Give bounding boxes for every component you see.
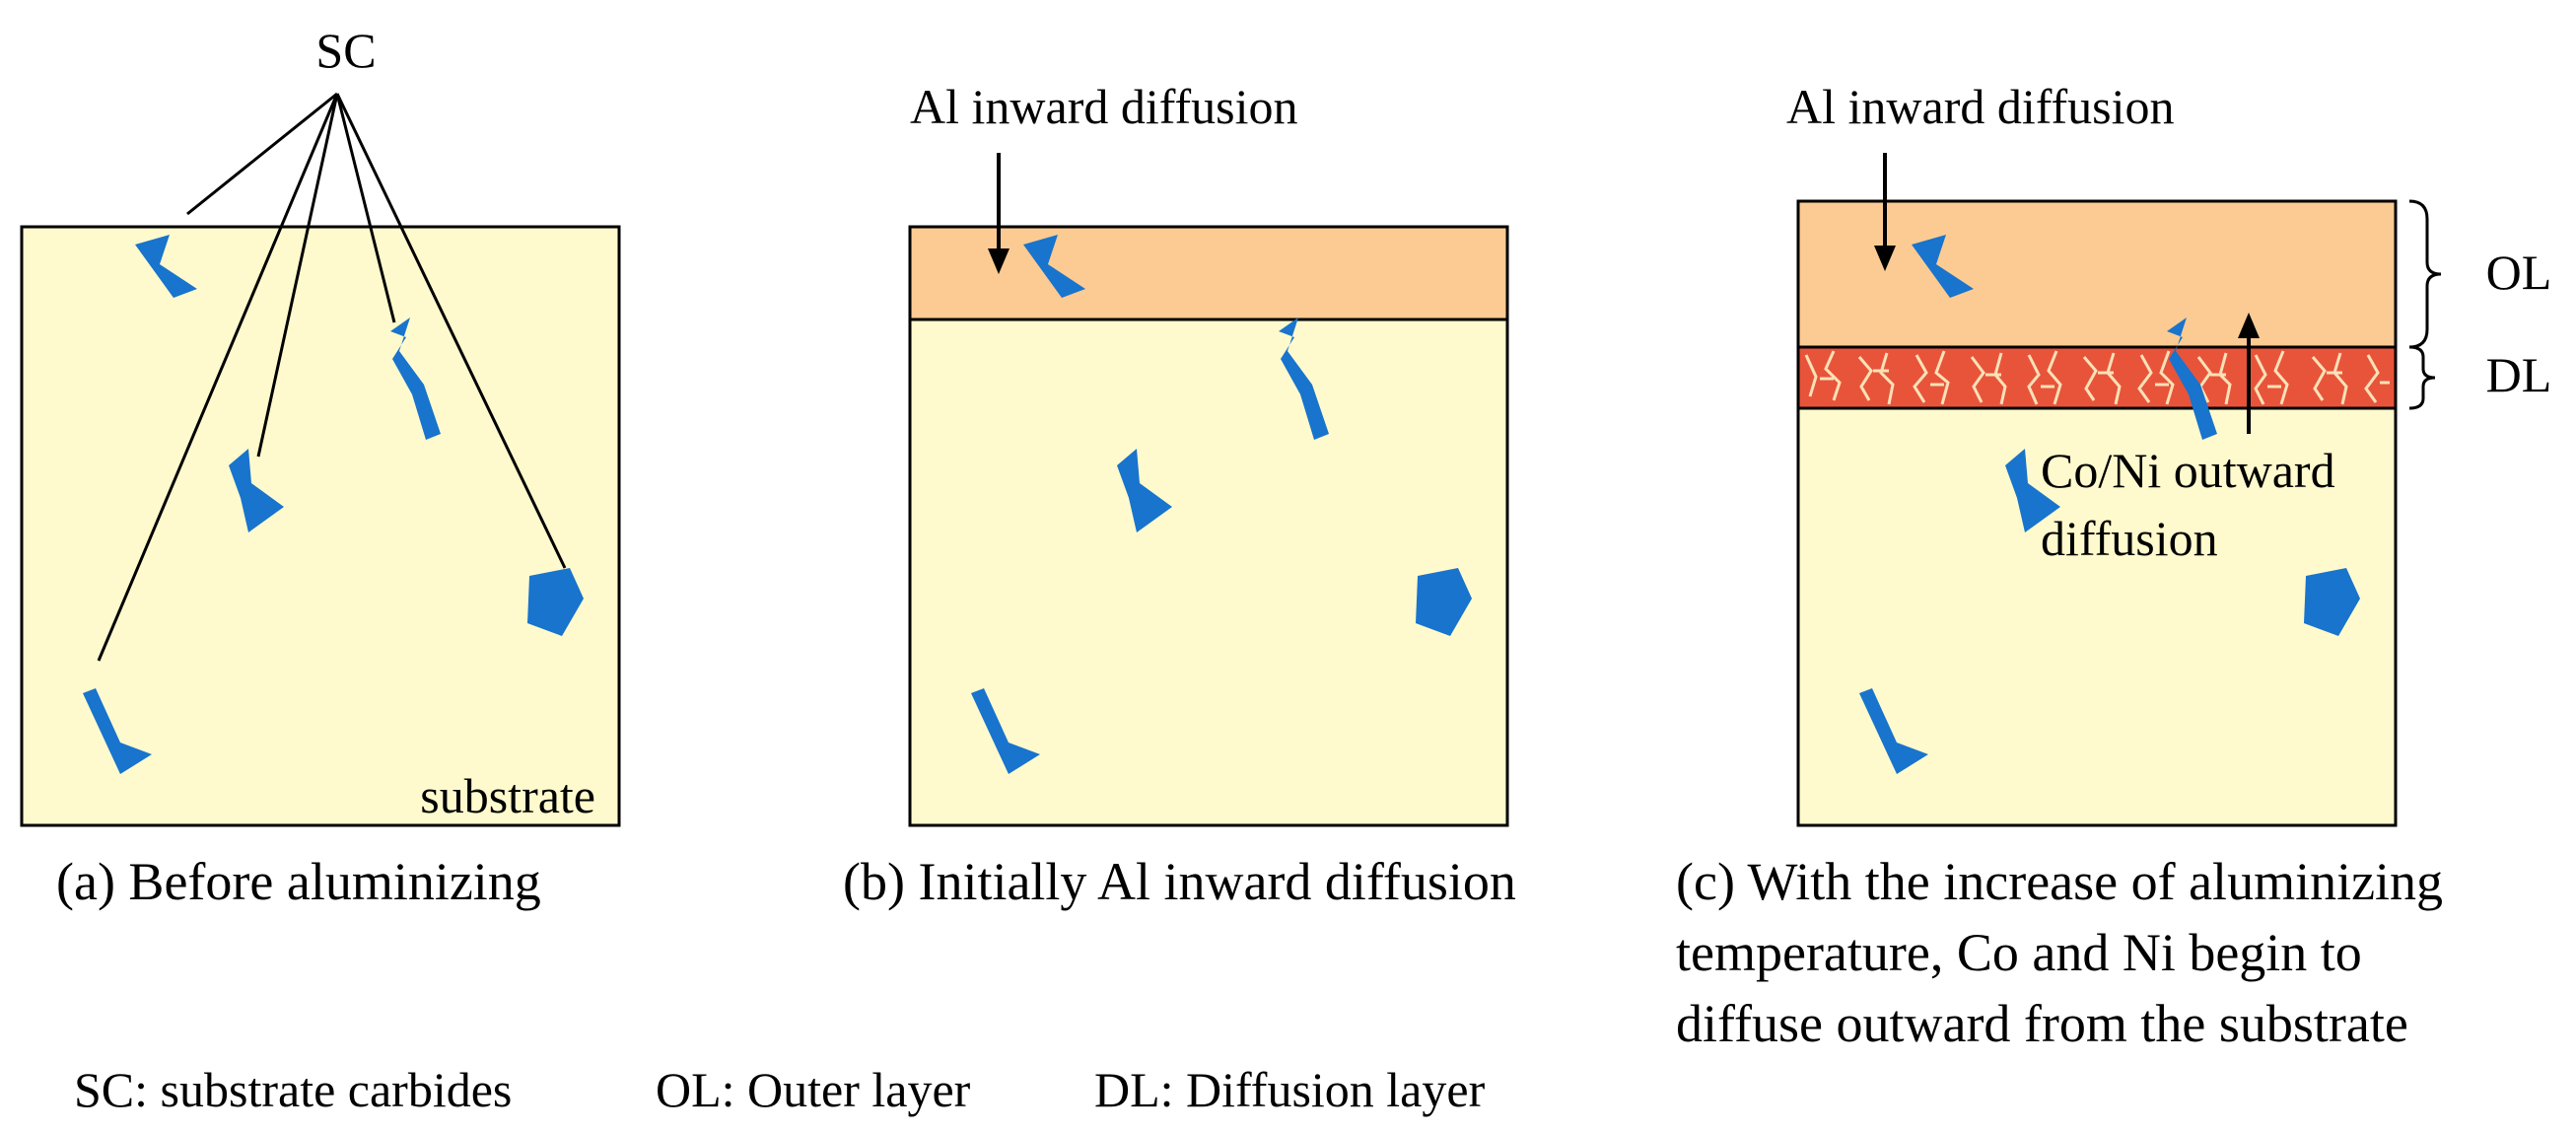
diffusion-layer-c [1796,345,2398,410]
al-inward-label-c: Al inward diffusion [1786,79,2174,134]
legend-dl: DL: Diffusion layer [1094,1062,1486,1117]
legend: SC: substrate carbides OL: Outer layer D… [74,1062,1486,1117]
sc-leader-lines [97,92,567,662]
panel-a: SC substrate (a) Before aluminizing [20,23,621,911]
al-inward-arrow-b [988,153,1010,274]
dl-label: DL [2486,347,2552,402]
al-inward-arrow-c [1874,153,1896,271]
substrate-label: substrate [420,768,595,823]
outer-layer-b [908,225,1509,321]
al-inward-label-b: Al inward diffusion [910,79,1297,134]
co-ni-label-line1: Co/Ni outward [2041,443,2335,498]
caption-b: (b) Initially Al inward diffusion [843,852,1516,911]
diffusion-layer-texture [1804,350,2390,405]
legend-sc: SC: substrate carbides [74,1062,512,1117]
substrate-block-a [20,225,621,827]
co-ni-label-line2: diffusion [2041,511,2218,566]
caption-c-line3: diffuse outward from the substrate [1676,994,2408,1053]
sc-label: SC [315,23,376,78]
ol-brace [2408,199,2442,349]
caption-c-line2: temperature, Co and Ni begin to [1676,923,2362,982]
dl-brace [2408,345,2436,410]
co-ni-outward-arrow [2238,313,2260,434]
panel-b: Al inward diffusion (b) Initially Al inw… [843,79,1516,911]
outer-layer-c [1796,199,2398,349]
panel-c: Al inward diffusion OL DL Co/Ni outward … [1676,79,2551,1053]
caption-c-line1: (c) With the increase of aluminizing [1676,852,2443,911]
ol-label: OL [2486,245,2552,300]
legend-ol: OL: Outer layer [656,1062,971,1117]
caption-a: (a) Before aluminizing [56,852,541,911]
substrate-block-b [908,225,1509,827]
